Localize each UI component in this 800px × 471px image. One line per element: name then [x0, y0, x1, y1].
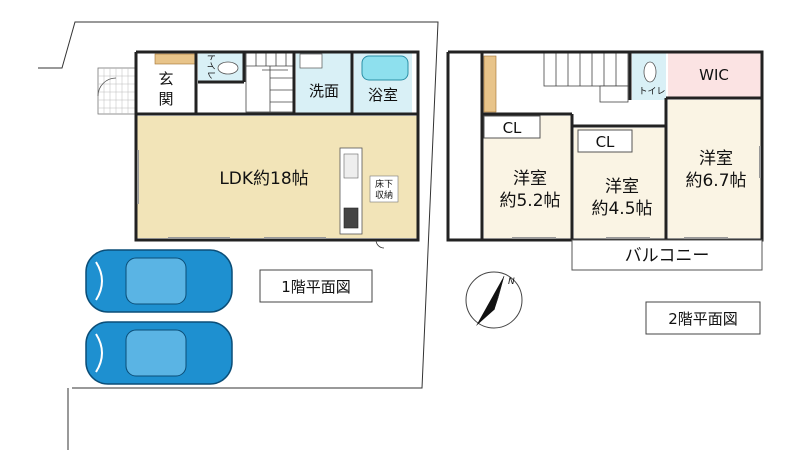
f2-windows	[512, 146, 761, 239]
washroom-label: 洗面	[309, 82, 339, 100]
entrance-label-1: 玄	[158, 70, 173, 88]
western-a-label-2: 約5.2帖	[499, 191, 560, 211]
washbasin	[299, 53, 323, 69]
kitchen-counter	[339, 147, 363, 235]
western-b-label-1: 洋室	[605, 177, 639, 197]
parking-car-1	[85, 249, 233, 313]
bathtub	[361, 55, 409, 81]
f1-toilet-label: トイレ	[205, 52, 215, 79]
f2-toilet-label: トイレ	[638, 87, 665, 97]
floor1-title-box	[259, 269, 373, 303]
western-c-label-1: 洋室	[699, 149, 733, 169]
compass: N	[465, 271, 523, 329]
floor2-title: 2階平面図	[668, 310, 738, 328]
wic-room	[668, 52, 762, 98]
entrance-porch	[97, 67, 137, 115]
floor1-title: 1階平面図	[281, 278, 351, 296]
f1-windows	[137, 150, 326, 239]
f1-toilet-bowl	[217, 61, 239, 75]
underfloor-storage	[369, 175, 399, 203]
bathroom-label: 浴室	[368, 86, 398, 104]
western-a-label-1: 洋室	[513, 169, 547, 189]
parking-car-2	[85, 321, 233, 385]
entrance-label-2: 関	[158, 90, 173, 108]
cl-left	[483, 115, 541, 139]
floor1-plan: 玄 関 トイレ 洗面 浴室 LDK約18帖 床下 収納	[97, 50, 420, 249]
balcony	[571, 239, 763, 271]
f1-walls	[134, 50, 420, 242]
f2-wood-strip	[483, 55, 497, 113]
ldk-label: LDK約18帖	[219, 169, 308, 189]
underfloor-label-2: 収納	[375, 189, 393, 201]
f1-back-door	[375, 239, 385, 249]
floor2-title-box	[645, 301, 761, 335]
f2-toilet-bowl	[643, 61, 657, 83]
cl-mid	[577, 129, 633, 153]
shoe-storage	[154, 53, 196, 65]
wic-label: WIC	[699, 66, 729, 84]
balcony-label: バルコニー	[625, 246, 710, 266]
cl-mid-label: CL	[596, 133, 615, 151]
cl-left-label: CL	[503, 119, 522, 137]
f1-stairs	[245, 51, 295, 113]
f2-stairs	[543, 51, 629, 103]
floor2-plan: トイレ WIC CL CL 洋室 約5.2帖 洋室 約4.5帖 洋室 約6.7帖…	[446, 50, 764, 271]
north-arrow-icon	[476, 276, 504, 326]
compass-north-label: N	[508, 277, 515, 287]
underfloor-label-1: 床下	[375, 178, 393, 190]
western-room-c	[668, 100, 762, 238]
site-boundary	[38, 21, 439, 450]
western-c-label-2: 約6.7帖	[685, 171, 746, 191]
western-b-label-2: 約4.5帖	[591, 199, 652, 219]
